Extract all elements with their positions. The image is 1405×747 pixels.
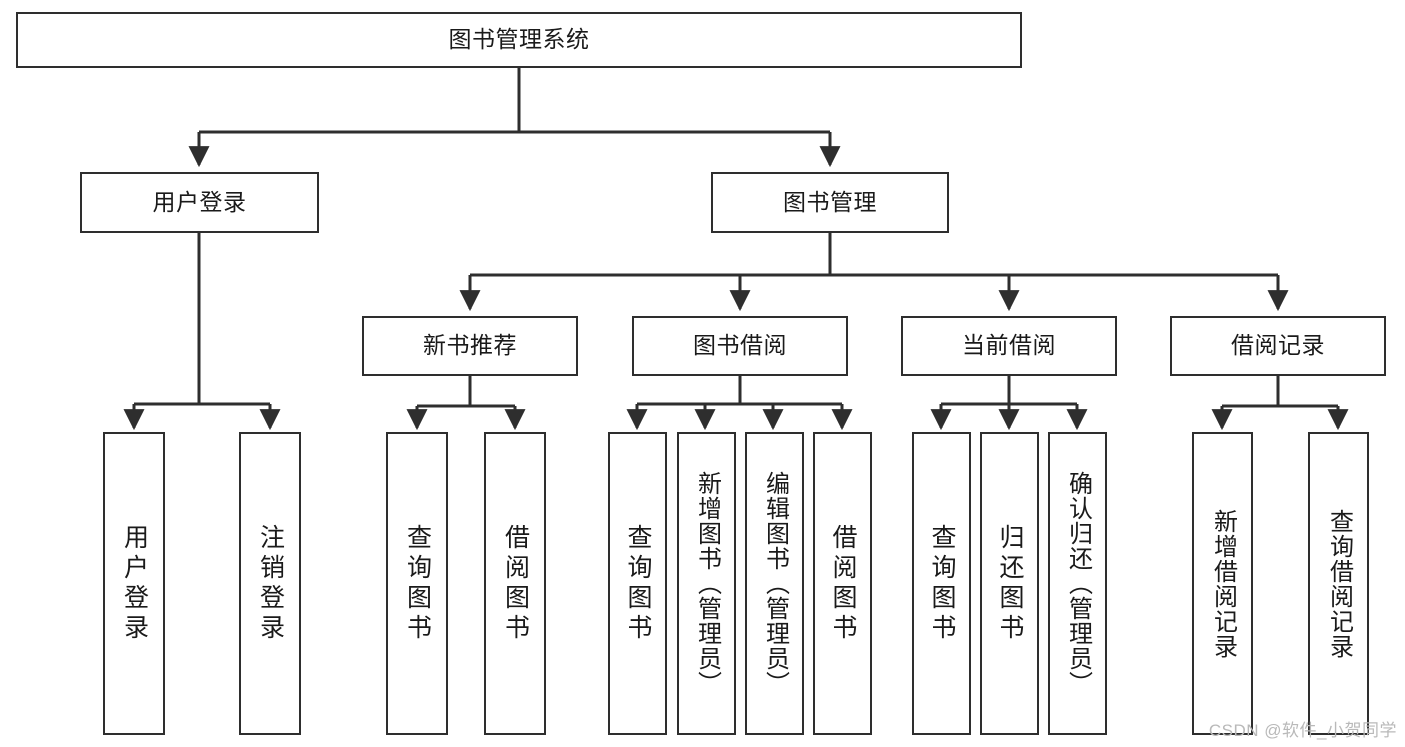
node-book-borrow-label: 图书借阅: [693, 332, 787, 359]
node-leaf-confirm-return-label: 确认归还（管理员）: [1064, 471, 1092, 696]
node-new-book-recommend[interactable]: 新书推荐: [362, 316, 578, 376]
node-leaf-borrow-book-a-label: 借阅图书: [501, 523, 530, 644]
node-leaf-logout-label: 注销登录: [256, 523, 285, 644]
node-leaf-user-login-label: 用户登录: [120, 523, 149, 644]
node-leaf-logout[interactable]: 注销登录: [239, 432, 301, 735]
node-leaf-query-book-a-label: 查询图书: [403, 523, 432, 644]
node-leaf-query-book-a[interactable]: 查询图书: [386, 432, 448, 735]
node-borrow-record-label: 借阅记录: [1231, 332, 1325, 359]
node-leaf-edit-book-label: 编辑图书（管理员）: [761, 471, 789, 696]
node-leaf-return-book[interactable]: 归还图书: [980, 432, 1039, 735]
node-leaf-query-record-label: 查询借阅记录: [1325, 508, 1353, 659]
node-leaf-add-record[interactable]: 新增借阅记录: [1192, 432, 1253, 735]
node-new-book-recommend-label: 新书推荐: [423, 332, 517, 359]
node-leaf-confirm-return[interactable]: 确认归还（管理员）: [1048, 432, 1107, 735]
node-leaf-borrow-book-a[interactable]: 借阅图书: [484, 432, 546, 735]
node-leaf-borrow-book-b[interactable]: 借阅图书: [813, 432, 872, 735]
node-leaf-query-book-c[interactable]: 查询图书: [912, 432, 971, 735]
node-book-manage[interactable]: 图书管理: [711, 172, 949, 233]
csdn-watermark: CSDN @软件_小贺同学: [1208, 721, 1397, 740]
node-book-manage-label: 图书管理: [783, 188, 877, 215]
node-leaf-query-book-b-label: 查询图书: [624, 523, 652, 644]
node-user-login[interactable]: 用户登录: [80, 172, 319, 233]
node-leaf-add-book[interactable]: 新增图书（管理员）: [677, 432, 736, 735]
node-root-label: 图书管理系统: [448, 26, 590, 53]
node-leaf-edit-book[interactable]: 编辑图书（管理员）: [745, 432, 804, 735]
node-leaf-borrow-book-b-label: 借阅图书: [829, 523, 857, 644]
node-leaf-add-record-label: 新增借阅记录: [1209, 508, 1237, 659]
node-leaf-query-record[interactable]: 查询借阅记录: [1308, 432, 1369, 735]
node-root[interactable]: 图书管理系统: [16, 12, 1022, 68]
node-current-borrow-label: 当前借阅: [962, 332, 1056, 359]
node-leaf-query-book-b[interactable]: 查询图书: [608, 432, 667, 735]
node-current-borrow[interactable]: 当前借阅: [901, 316, 1117, 376]
node-leaf-query-book-c-label: 查询图书: [928, 523, 956, 644]
node-book-borrow[interactable]: 图书借阅: [632, 316, 848, 376]
node-borrow-record[interactable]: 借阅记录: [1170, 316, 1386, 376]
node-user-login-label: 用户登录: [152, 188, 247, 215]
node-leaf-add-book-label: 新增图书（管理员）: [693, 471, 721, 696]
node-leaf-return-book-label: 归还图书: [996, 523, 1024, 644]
node-leaf-user-login[interactable]: 用户登录: [103, 432, 165, 735]
